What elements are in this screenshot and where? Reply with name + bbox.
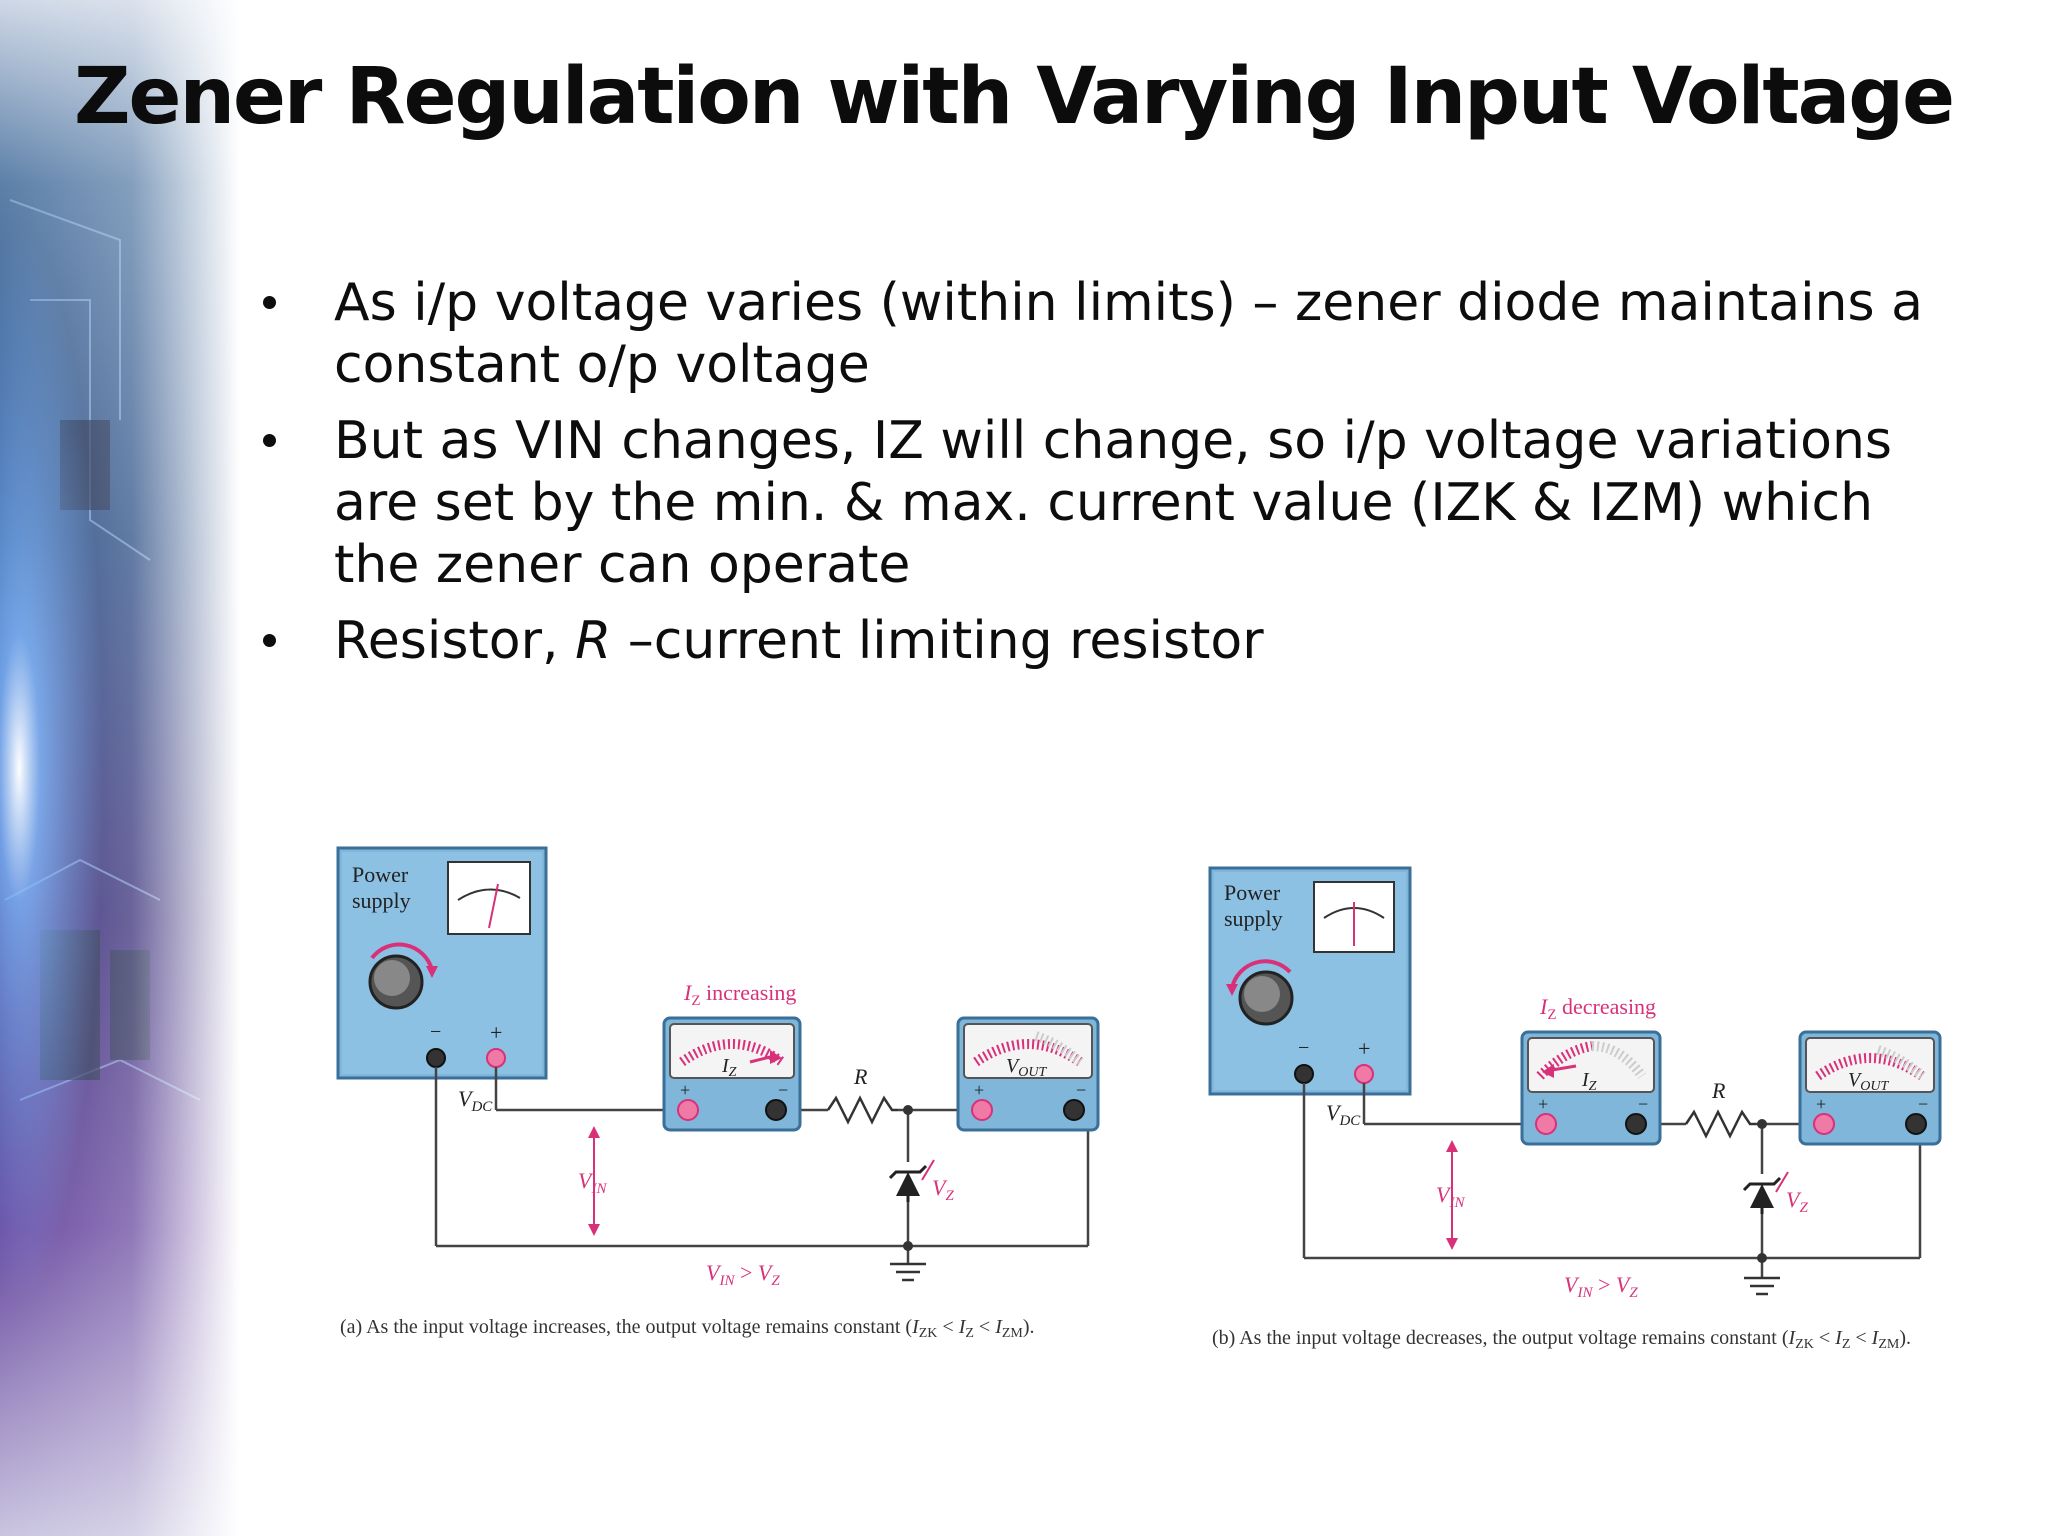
vz-label: VZ	[932, 1175, 954, 1204]
zener-diode-icon: VZ	[1742, 1171, 1808, 1216]
circuit-diagram-increasing: Power supply − +	[330, 840, 1130, 1360]
ps-label-1: Power	[352, 862, 409, 887]
svg-text:−: −	[1076, 1080, 1086, 1100]
ps-positive-terminal	[486, 1048, 506, 1068]
bullet-dot-icon	[263, 434, 276, 447]
ps-label-2: supply	[352, 888, 411, 913]
resistor-icon: R	[826, 1064, 898, 1125]
voltmeter-icon: VOUT + −	[1798, 1030, 1942, 1146]
svg-text:−: −	[1918, 1094, 1928, 1114]
svg-text:−: −	[1638, 1094, 1648, 1114]
svg-text:VIN: VIN	[1436, 1182, 1465, 1211]
bullet-text: As i/p voltage varies (within limits) – …	[334, 273, 1923, 395]
bullet-dot-icon	[263, 296, 276, 309]
ps-label-2: supply	[1224, 906, 1283, 931]
bullet-text: But as VIN changes, IZ will change, so i…	[334, 411, 1892, 595]
bullet-text-prefix: Resistor,	[334, 611, 576, 671]
svg-text:R: R	[1711, 1078, 1726, 1103]
ps-minus: −	[430, 1021, 441, 1043]
vin-arrow	[1446, 1140, 1458, 1250]
svg-text:IZ: IZ	[1581, 1069, 1597, 1094]
ps-plus: +	[490, 1020, 502, 1045]
iz-decreasing-label: IZ decreasing	[1539, 994, 1656, 1023]
iz-increasing-label: IZ increasing	[683, 980, 796, 1009]
power-supply: Power supply − +	[1208, 866, 1412, 1096]
decorative-circuit-board-art	[0, 0, 240, 1536]
ammeter-icon: IZ + −	[662, 1016, 802, 1132]
svg-text:VDC: VDC	[1326, 1100, 1361, 1129]
ground-icon	[890, 1262, 926, 1282]
svg-text:VIN > VZ: VIN > VZ	[1564, 1272, 1638, 1301]
power-supply-knob-icon[interactable]	[1226, 959, 1294, 1026]
bullet-item: Resistor, R –current limiting resistor	[255, 610, 1955, 672]
svg-text:+: +	[1816, 1094, 1826, 1114]
svg-text:VZ: VZ	[1786, 1187, 1808, 1216]
vdc-label: VDC	[458, 1086, 493, 1115]
bullet-item: But as VIN changes, IZ will change, so i…	[255, 410, 1955, 596]
zener-diode-icon: VZ	[888, 1159, 954, 1204]
bullet-text: Resistor, R –current limiting resistor	[334, 611, 1264, 671]
resistor-symbol-r: R	[575, 611, 612, 671]
svg-text:VOUT: VOUT	[1848, 1069, 1889, 1094]
caption-a: (a) As the input voltage increases, the …	[340, 1316, 1035, 1341]
bullet-list: As i/p voltage varies (within limits) – …	[255, 272, 1955, 686]
svg-text:−: −	[1298, 1037, 1309, 1059]
bullet-item: As i/p voltage varies (within limits) – …	[255, 272, 1955, 396]
vin-gt-vz-label: VIN > VZ	[706, 1260, 780, 1289]
ammeter-icon: IZ + −	[1520, 1030, 1662, 1146]
svg-text:+: +	[974, 1080, 984, 1100]
vin-arrow	[588, 1126, 600, 1236]
ps-label-1: Power	[1224, 880, 1281, 905]
vout-meter-label: VOUT	[1006, 1055, 1047, 1080]
svg-text:−: −	[778, 1080, 788, 1100]
resistor-label: R	[853, 1064, 868, 1089]
ps-negative-terminal	[426, 1048, 446, 1068]
power-supply: Power supply − +	[336, 846, 548, 1080]
svg-text:+: +	[1358, 1036, 1370, 1061]
bullet-text-suffix: –current limiting resistor	[611, 611, 1264, 671]
bullet-dot-icon	[263, 634, 276, 647]
svg-text:+: +	[680, 1080, 690, 1100]
circuit-wires	[434, 1067, 1090, 1264]
ground-icon	[1744, 1276, 1780, 1296]
resistor-icon: R	[1684, 1078, 1756, 1139]
iz-meter-label: IZ	[721, 1055, 737, 1080]
circuit-wires	[1302, 1083, 1922, 1278]
circuit-diagram-decreasing: Power supply − +	[1202, 860, 2002, 1380]
voltmeter-icon: VOUT + −	[956, 1016, 1100, 1132]
svg-text:+: +	[1538, 1094, 1548, 1114]
vin-label: VIN	[578, 1168, 607, 1197]
caption-b: (b) As the input voltage decreases, the …	[1212, 1327, 1911, 1352]
slide-title: Zener Regulation with Varying Input Volt…	[74, 52, 1955, 142]
power-supply-knob-icon[interactable]	[368, 942, 438, 1010]
